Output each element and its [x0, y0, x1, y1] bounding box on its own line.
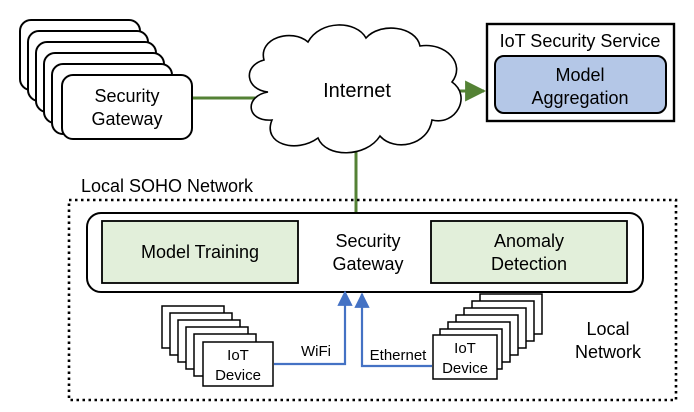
- left-iot-device-label-2: Device: [215, 367, 261, 384]
- left-iot-device-stack: IoT Device: [161, 305, 274, 387]
- anomaly-detection-label-1: Anomaly: [494, 231, 564, 251]
- internet-cloud: Internet: [248, 24, 462, 154]
- ethernet-link: [354, 292, 432, 368]
- local-gateway-label-1: Security: [335, 231, 400, 251]
- model-training-label: Model Training: [141, 242, 259, 262]
- iot-security-service: IoT Security Service Model Aggregation: [485, 22, 676, 123]
- local-soho-network-label: Local SOHO Network: [81, 176, 254, 196]
- remote-gateway-stack: Security Gateway: [19, 19, 193, 140]
- wifi-label: WiFi: [301, 343, 331, 360]
- left-iot-device-label-1: IoT: [227, 347, 249, 364]
- wifi-link: [274, 290, 353, 366]
- model-aggregation-box: [494, 55, 667, 114]
- remote-gateway-label-2: Gateway: [91, 109, 162, 129]
- ethernet-label: Ethernet: [370, 347, 428, 364]
- local-soho-network-boundary: [67, 198, 678, 402]
- model-aggregation-label-1: Model: [555, 65, 604, 85]
- model-training-box: [101, 220, 299, 284]
- anomaly-detection-box: [430, 220, 628, 284]
- right-iot-device-label-2: Device: [442, 360, 488, 377]
- iot-security-service-title: IoT Security Service: [500, 31, 661, 51]
- right-iot-device-label-1: IoT: [454, 340, 476, 357]
- internet-label: Internet: [323, 80, 391, 102]
- local-security-gateway: Model Training Security Gateway Anomaly …: [86, 212, 644, 293]
- local-network-label-1: Local: [586, 319, 629, 339]
- right-iot-device-stack: IoT Device: [432, 293, 543, 380]
- remote-gateway-label-1: Security: [94, 86, 159, 106]
- local-gateway-label-2: Gateway: [332, 254, 403, 274]
- anomaly-detection-label-2: Detection: [491, 254, 567, 274]
- model-aggregation-label-2: Aggregation: [531, 88, 628, 108]
- local-network-label-2: Network: [575, 342, 642, 362]
